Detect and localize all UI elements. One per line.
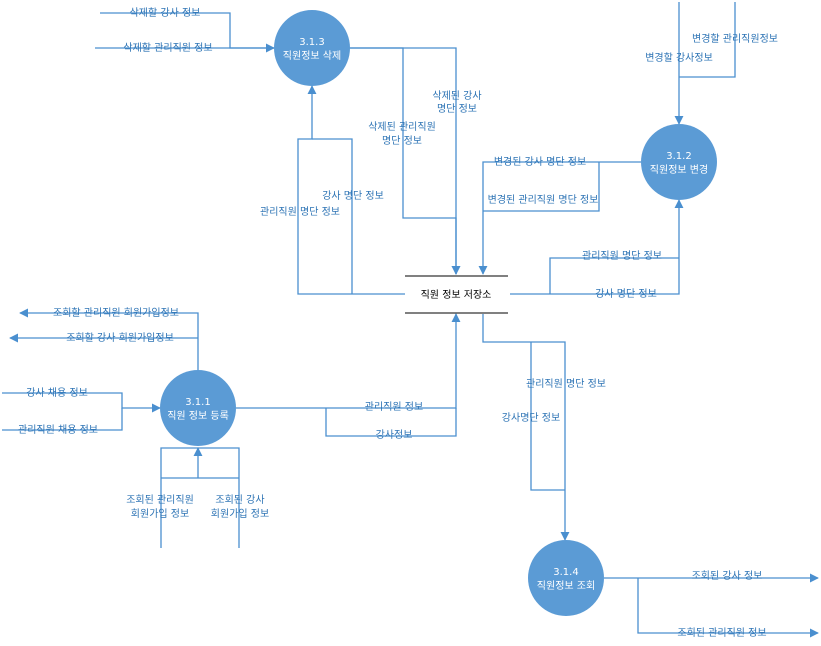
flow-line-lecturer-list-to-314: [530, 342, 565, 491]
flow-label-lecturer-hire-info: 강사 채용 정보: [26, 387, 88, 399]
process-name: 직원정보 삭제: [283, 50, 341, 62]
flow-label-lecturer-to-store: 강사정보: [376, 429, 413, 441]
process-circle: [641, 124, 717, 200]
flow-line-admin-to-store: [236, 313, 461, 409]
process-number: 3.1.1: [185, 397, 210, 408]
process-circle: [528, 540, 604, 616]
process-3-1-1[interactable]: 3.1.1 직원 정보 등록: [160, 370, 236, 446]
flow-label-deleted-admin-list-1: 삭제된 관리직원: [368, 121, 436, 133]
flow-label-deleted-lecturer-list-1: 삭제된 강사: [432, 90, 481, 102]
process-name: 직원정보 변경: [650, 163, 708, 176]
flow-line-lists-to-312: [510, 199, 684, 295]
flow-line-lists-to-314: [482, 314, 570, 541]
data-store-label: 직원 정보 저장소: [421, 289, 492, 301]
flow-label-queried-admin-info: 조회된 관리직원 정보: [677, 627, 766, 639]
process-3-1-3[interactable]: 3.1.3 직원정보 삭제: [274, 10, 350, 86]
flow-label-queried-lecturer-signup-1: 조회된 강사: [215, 494, 264, 506]
flow-line-admin-hire-info: [2, 408, 123, 431]
flow-line-lists-to-313: [297, 85, 405, 295]
process-number: 3.1.2: [666, 151, 691, 162]
flow-label-queried-lecturer-info: 조회된 강사 정보: [692, 570, 763, 582]
flow-label-query-lecturer-signup: 조회할 강사 회원가입정보: [66, 331, 174, 344]
flow-label-delete-lecturer-info: 삭제할 강사 정보: [130, 7, 201, 19]
flow-line-deleted-lecturer-list: [346, 47, 461, 275]
flow-line-lecturer-to-store: [325, 408, 457, 437]
flow-label-admin-hire-info: 관리직원 채용 정보: [18, 424, 98, 436]
flow-line-changed-admin-list: [483, 162, 600, 212]
flow-line-queried-lecturer-signup: [198, 447, 240, 548]
flow-line-queried-admin-signup: [160, 447, 198, 548]
flow-label-query-admin-signup: 조회할 관리직원 회원가입정보: [53, 306, 179, 319]
flow-label-lecturer-list-to-312: 강사 명단 정보: [595, 288, 657, 300]
process-circle: [274, 10, 350, 86]
flow-label-change-lecturer-info: 변경할 강사정보: [645, 51, 713, 64]
process-3-1-2[interactable]: 3.1.2 직원정보 변경: [641, 124, 717, 200]
flow-label-lecturer-list-to-313: 강사 명단 정보: [322, 190, 384, 202]
flow-line-deleted-admin-list: [346, 47, 461, 275]
flow-label-deleted-lecturer-list-2: 명단 정보: [437, 103, 477, 115]
process-circle: [160, 370, 236, 446]
flow-line-changed-lecturer-list: [478, 161, 641, 275]
flow-label-admin-to-store: 관리직원 정보: [365, 401, 423, 413]
flow-label-deleted-admin-list-2: 명단 정보: [382, 135, 422, 147]
flow-line-query-admin-signup: [19, 308, 199, 370]
process-number: 3.1.4: [553, 567, 578, 578]
flow-line-lecturer-hire-info: [2, 392, 161, 413]
flow-label-changed-admin-list: 변경된 관리직원 명단 정보: [488, 193, 599, 206]
flow-line-lecturer-list-to-313: [312, 138, 353, 294]
process-3-1-4[interactable]: 3.1.4 직원정보 조회: [528, 540, 604, 616]
flow-label-change-admin-info: 변경할 관리직원정보: [692, 32, 778, 45]
flow-label-delete-admin-info: 삭제할 관리직원 정보: [123, 42, 212, 54]
process-name: 직원정보 조회: [537, 580, 595, 592]
flow-label-queried-admin-signup-2: 회원가입 정보: [131, 507, 189, 520]
process-number: 3.1.3: [299, 37, 324, 48]
process-name: 직원 정보 등록: [167, 410, 229, 422]
flow-label-admin-list-to-314: 관리직원 명단 정보: [526, 378, 606, 390]
flow-label-queried-admin-signup-1: 조회된 관리직원: [126, 494, 194, 506]
flow-line-change-admin-info: [679, 2, 736, 78]
flow-label-changed-lecturer-list: 변경된 강사 명단 정보: [494, 155, 586, 168]
flow-label-admin-list-to-313: 관리직원 명단 정보: [260, 206, 340, 218]
flow-label-queried-lecturer-signup-2: 회원가입 정보: [211, 507, 269, 520]
flow-line-admin-list-to-312: [549, 257, 679, 294]
flow-label-admin-list-to-312: 관리직원 명단 정보: [582, 250, 662, 262]
flow-line-queried-admin-info: [637, 578, 819, 638]
flow-label-lecturer-list-to-314: 강사명단 정보: [502, 412, 560, 424]
